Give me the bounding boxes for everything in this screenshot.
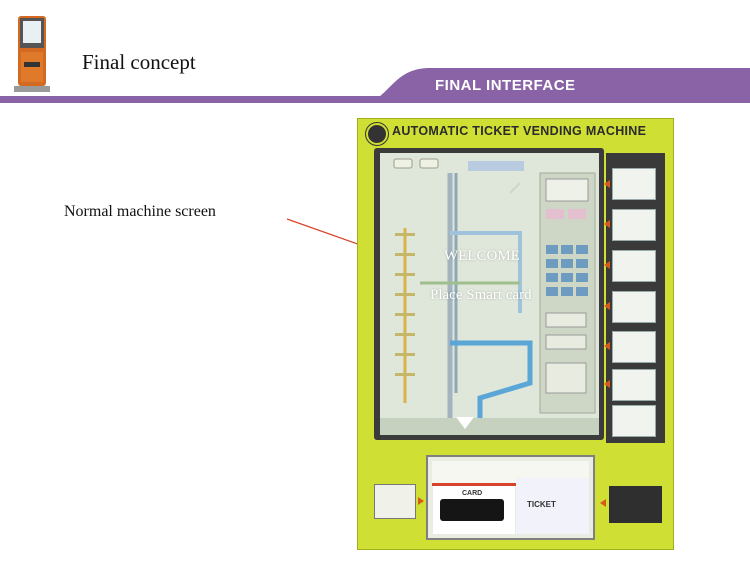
ticket-label: TICKET [527,500,556,509]
step-indicator-icon [604,342,610,350]
card-slot[interactable] [440,499,504,521]
step-collect-icon [612,405,656,437]
metro-map-icon [380,153,599,435]
banner-band [0,96,750,103]
step-card-icon [612,168,656,200]
step-indicator-icon [604,180,610,188]
kiosk-thumbnail-icon [14,16,50,92]
step-keypad-icon [612,291,656,323]
caption-text: Normal machine screen [64,203,216,220]
card-arrow-icon [418,497,424,505]
step-indicator-icon [604,261,610,269]
down-arrow-icon [456,417,474,429]
page-title: Final concept [82,50,196,74]
ticket-panel [516,478,589,534]
metro-logo-icon [366,123,388,145]
banner-label: FINAL INTERFACE [435,77,576,94]
step-indicator-icon [604,380,610,388]
step-indicator-icon [604,220,610,228]
machine-header: AUTOMATIC TICKET VENDING MACHINE [392,124,647,138]
ticket-arrow-icon [600,499,606,507]
smart-card-icon [374,484,416,519]
step-confirm-icon [612,331,656,363]
welcome-text: WELCOME [444,248,520,264]
touch-screen[interactable] [380,153,599,435]
step-pay-icon [612,369,656,401]
banner-tab [360,68,750,103]
card-label: CARD [462,490,483,497]
step-select-icon [612,250,656,282]
step-indicator-icon [604,302,610,310]
ticket-info-icon [609,486,662,523]
step-map-icon [612,209,656,241]
instruction-text: Place Smart card [430,287,532,303]
